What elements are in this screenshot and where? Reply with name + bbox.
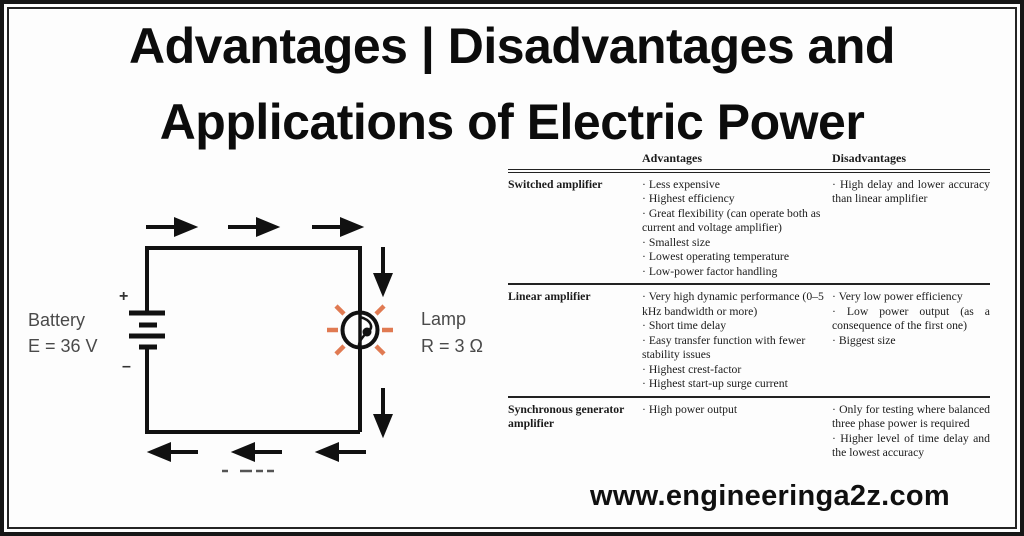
current-arrows-bottom	[146, 442, 366, 462]
advantage-item: · Highest efficiency	[642, 192, 735, 205]
battery-value-label: E = 36 V	[28, 336, 98, 356]
advantage-item: · High power output	[642, 402, 738, 416]
disadvantages-cell: · Very low power efficiency · Low power …	[832, 285, 990, 396]
disadvantage-item: · High delay and lower accuracy than lin…	[832, 177, 990, 206]
advantage-item: · Easy transfer function with fewer stab…	[642, 333, 806, 362]
lamp-label: Lamp	[421, 309, 467, 329]
advantage-item: · Lowest operating temperature	[642, 250, 790, 263]
table-header-rule	[508, 168, 990, 173]
disadvantages-cell: · Only for testing where balanced three …	[832, 398, 990, 465]
advantage-item: · Short time delay	[642, 319, 727, 332]
circuit-wires	[145, 246, 362, 434]
column-header-empty	[508, 151, 642, 169]
advantage-item: · Less expensive	[642, 177, 720, 191]
disadvantage-item: · Very low power efficiency	[832, 290, 963, 303]
advantages-cell: · Less expensive · Highest efficiency · …	[642, 173, 832, 284]
row-label-switched-amplifier: Switched amplifier	[508, 177, 603, 191]
disadvantage-item: · Higher level of time delay and the low…	[832, 431, 990, 460]
disadvantage-item: · Low power output (as a consequence of …	[832, 304, 990, 333]
battery-label: Battery	[28, 310, 86, 330]
advantages-cell: · High power output	[642, 398, 832, 465]
advantage-item: · Low-power factor handling	[642, 264, 778, 278]
page-title: Advantages | Disadvantages and Applicati…	[0, 8, 1024, 160]
lamp-glow-rays	[327, 304, 393, 356]
row-label-linear-amplifier: Linear amplifier	[508, 290, 591, 303]
column-header-advantages: Advantages	[642, 151, 703, 165]
current-arrows-top	[146, 217, 365, 237]
advantage-item: · Highest crest-factor	[642, 362, 742, 376]
battery-minus-sign: –	[122, 358, 131, 375]
website-url: www.engineeringa2z.com	[589, 480, 951, 512]
disadvantage-item: · Only for testing where balanced three …	[832, 402, 990, 431]
battery-symbol	[129, 310, 165, 350]
table-row-rule	[508, 395, 990, 398]
battery-plus-sign: +	[119, 288, 129, 305]
advantage-item: · Smallest size	[642, 235, 711, 249]
circuit-diagram	[129, 217, 393, 473]
amplifier-comparison-table: Advantages Disadvantages Switched amplif…	[508, 151, 990, 465]
disadvantage-item: · Biggest size	[832, 333, 896, 347]
row-label-synchronous-generator-amplifier: Synchronous generator amplifier	[508, 402, 625, 431]
title-line-2: Applications of Electric Power	[159, 94, 865, 150]
lamp-symbol	[340, 310, 380, 350]
advantages-cell: · Very high dynamic performance (0–5 kHz…	[642, 285, 832, 396]
title-line-1: Advantages | Disadvantages and	[129, 18, 895, 74]
lamp-value-label: R = 3 Ω	[421, 336, 483, 356]
advantage-item: · Very high dynamic performance (0–5 kHz…	[642, 290, 824, 318]
advantage-item: · Great flexibility (can operate both as…	[642, 206, 821, 235]
advantage-item: · Highest start-up surge current	[642, 377, 788, 390]
current-arrows-right	[373, 247, 393, 439]
column-header-disadvantages: Disadvantages	[832, 151, 907, 165]
disadvantages-cell: · High delay and lower accuracy than lin…	[832, 173, 990, 284]
table-row-rule	[508, 283, 990, 285]
